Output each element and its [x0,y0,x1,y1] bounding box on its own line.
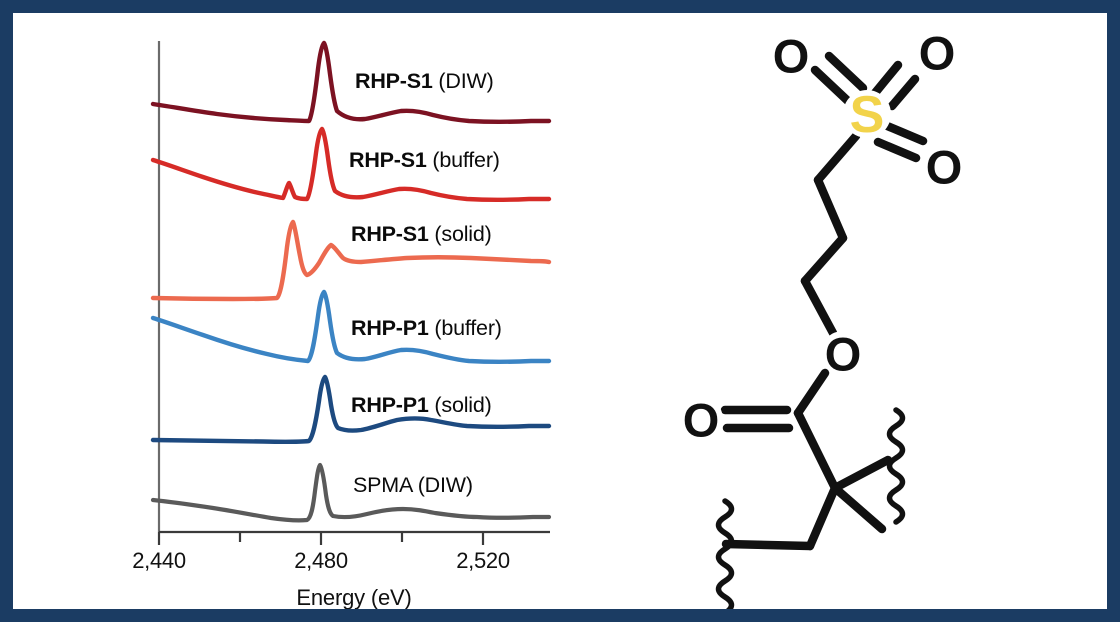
atom-bg-o-upper-left [769,33,813,77]
bond-ccarbonyl-cquat [793,408,840,493]
series-label-plain-5: SPMA (DIW) [353,473,473,497]
x-tick-label-2520: 2,520 [456,548,510,573]
x-axis-ticks [157,532,485,545]
bond-c3-oester [800,276,838,338]
x-tick-label-2480: 2,480 [294,548,348,573]
series-label-plain-4: (solid) [428,393,492,417]
polymer-bond-squiggle-right [886,407,906,525]
atom-bg-o-upper-right [915,30,959,74]
spectra-plot-svg [150,40,552,545]
bond-s-c1 [813,131,861,185]
series-label-plain-2: (solid) [428,222,492,246]
bond-s-o-upperleft-a [810,65,854,107]
atom-label-o-upper-left: O [773,30,810,83]
bond-s-o-upperright-b [887,74,920,111]
spectrum-trace-rhp-s1-buffer [150,126,552,202]
spectrum-trace-rhp-p1-solid [150,374,552,445]
spma-molecule-diagram: O O S O O O [653,13,1107,609]
series-label-rhp-s1-diw: RHP-S1 (DIW) [355,69,494,94]
spectrum-trace-rhp-p1-buffer [150,289,552,364]
bond-ch2-backbone-left [721,539,815,551]
bond-c1-c2 [813,175,848,243]
molecule-svg: O O S O O O [679,27,966,609]
series-label-spma-diw: SPMA (DIW) [353,473,473,498]
bond-s-o-right-b [873,137,921,163]
series-label-bold-3: RHP-P1 [351,316,429,340]
bond-cquat-methyl [830,483,887,534]
series-label-bold-2: RHP-S1 [351,222,429,246]
bond-cquat-ch2 [805,483,840,551]
figure-canvas: RHP-S1 (DIW) RHP-S1 (buffer) RHP-S1 (sol… [13,13,1107,609]
atom-bg-o-ester [821,331,865,375]
spectrum-trace-spma-diw [150,462,552,523]
atom-bg-o-carbonyl [679,397,723,441]
x-axis-title: Energy (eV) [296,585,412,610]
atom-label-o-right: O [926,141,963,194]
series-label-bold-4: RHP-P1 [351,393,429,417]
series-label-plain-3: (buffer) [428,316,502,340]
series-label-bold-0: RHP-S1 [355,69,433,93]
series-label-rhp-p1-solid: RHP-P1 (solid) [351,393,492,418]
bond-s-o-upperleft-b [824,51,868,93]
polymer-bond-squiggle-left [715,498,735,609]
atom-label-o-upper-right: O [919,27,956,80]
atom-label-o-ester: O [825,328,862,381]
bond-cquat-backbone-right [830,455,893,493]
series-label-plain-1: (buffer) [426,148,500,172]
spectrum-trace-rhp-s1-solid [150,219,552,302]
bond-s-o-upperright-a [870,60,903,98]
xanes-spectra-chart: RHP-S1 (DIW) RHP-S1 (buffer) RHP-S1 (sol… [13,13,603,609]
series-label-rhp-s1-buffer: RHP-S1 (buffer) [349,148,500,173]
atom-bg-s-center [843,90,891,138]
spectrum-trace-rhp-s1-diw [150,40,552,124]
x-tick-label-2440: 2,440 [132,548,186,573]
bond-oester-ccarbonyl [793,368,830,418]
atom-label-s-center: S [850,86,885,144]
bond-c2-c3 [800,233,848,286]
bond-s-o-right-a [880,120,928,146]
molecule-bonds [720,51,928,551]
series-label-plain-0: (DIW) [432,69,494,93]
series-label-bold-1: RHP-S1 [349,148,427,172]
series-label-rhp-p1-buffer: RHP-P1 (buffer) [351,316,502,341]
series-label-rhp-s1-solid: RHP-S1 (solid) [351,222,492,247]
atom-bg-o-right [922,144,966,188]
atom-label-o-carbonyl: O [683,394,720,447]
